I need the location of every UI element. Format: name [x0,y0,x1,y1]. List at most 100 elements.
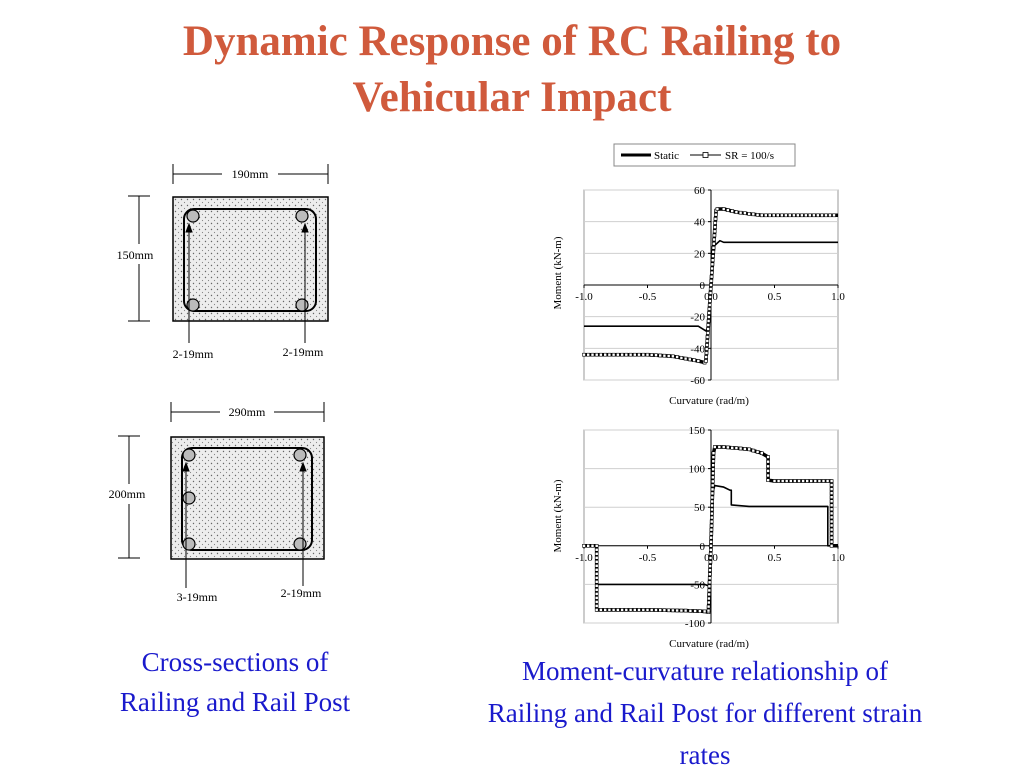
series-marker [808,213,812,218]
series-marker [711,241,716,246]
series-marker [607,608,612,612]
caption-right-line-2: Railing and Rail Post for different stra… [487,698,923,728]
series-marker [637,352,641,357]
series-marker [804,213,808,218]
series-marker [709,535,714,540]
x-tick-label: 0.0 [704,291,718,303]
y-tick-label: 50 [694,502,706,514]
series-marker [594,579,599,584]
post-stirrup [181,447,313,551]
series-marker [721,207,726,211]
series-marker [706,327,710,331]
post-width-label: 290mm [229,405,266,419]
series-marker [743,211,747,215]
series-marker [829,491,834,495]
series-marker [599,352,603,357]
chart-y-axis-label: Moment (kN-m) [552,236,564,309]
series-marker [771,213,776,218]
series-marker [708,287,713,291]
series-marker [594,543,599,548]
series-marker [726,208,730,212]
chart-legend: Static SR = 100/s [613,143,796,167]
series-marker [816,213,820,218]
y-tick-label: -60 [690,375,705,387]
series-marker [704,347,709,351]
series-marker [710,487,715,492]
series-marker [710,499,715,504]
series-marker [747,212,751,216]
series-marker [607,352,612,357]
rebar [186,298,200,312]
series-marker [582,352,586,357]
railing-cross-section: 190mm 150mm 2-19mm 2-19mm [117,164,329,361]
series-marker [784,479,789,483]
series-marker [707,596,711,601]
series-marker [645,352,650,357]
series-marker [707,580,712,585]
caption-left-line-1: Cross-sections of [141,647,329,677]
series-marker [734,446,739,450]
series-marker [620,608,624,612]
series-marker [707,303,712,307]
series-marker [766,478,770,483]
series-marker [747,447,751,452]
series-marker [594,563,599,568]
series-marker [632,608,637,612]
series-marker [611,352,616,357]
chart-series [582,207,838,365]
y-tick-label: 0 [700,541,706,553]
series-marker [707,576,712,581]
y-tick-label: 40 [694,217,706,229]
series-marker [829,503,834,508]
series-marker [683,356,688,361]
x-tick-label: 0.5 [768,552,782,564]
series-marker [730,445,735,450]
series-marker [797,479,801,483]
series-marker [709,539,713,544]
series-marker [711,455,716,460]
series-marker [829,535,834,540]
rebar [182,537,196,551]
series-marker [713,225,717,229]
legend-sr-marker [702,152,709,158]
y-tick-label: -50 [690,579,705,591]
series-marker [594,352,599,357]
series-marker [709,274,714,279]
series-marker [824,213,828,218]
series-marker [708,295,713,299]
caption-moment-curvature: Moment-curvature relationship of Railing… [430,650,980,776]
series-marker [800,213,804,218]
series-marker [594,596,599,600]
series-marker [710,483,715,488]
series-marker [641,608,646,612]
series-marker [766,455,770,459]
caption-right-line-3: rates [679,740,731,770]
chart-x-axis-label: Curvature (rad/m) [669,638,749,650]
series-marker [679,355,684,360]
post-height-dimension [118,435,140,559]
railing-width-dimension [172,164,329,184]
legend-static-label: Static [654,150,679,162]
series-marker [616,352,620,357]
series-marker [683,608,688,613]
series-marker [706,323,711,327]
series-marker [829,511,834,516]
series-marker [711,475,715,480]
series-marker [611,608,616,612]
series-marker [707,592,711,597]
series-marker [829,515,834,520]
railing-width-label: 190mm [232,167,269,181]
series-marker [705,339,710,343]
series-marker [711,467,715,472]
series-line-static [584,484,838,587]
series-marker [696,359,701,363]
series-marker [711,459,716,464]
series-marker [590,352,595,357]
series-marker [594,559,599,564]
series-marker [620,352,624,357]
title-line-1: Dynamic Response of RC Railing to [182,18,842,65]
series-marker [679,608,684,613]
series-marker [708,572,712,577]
